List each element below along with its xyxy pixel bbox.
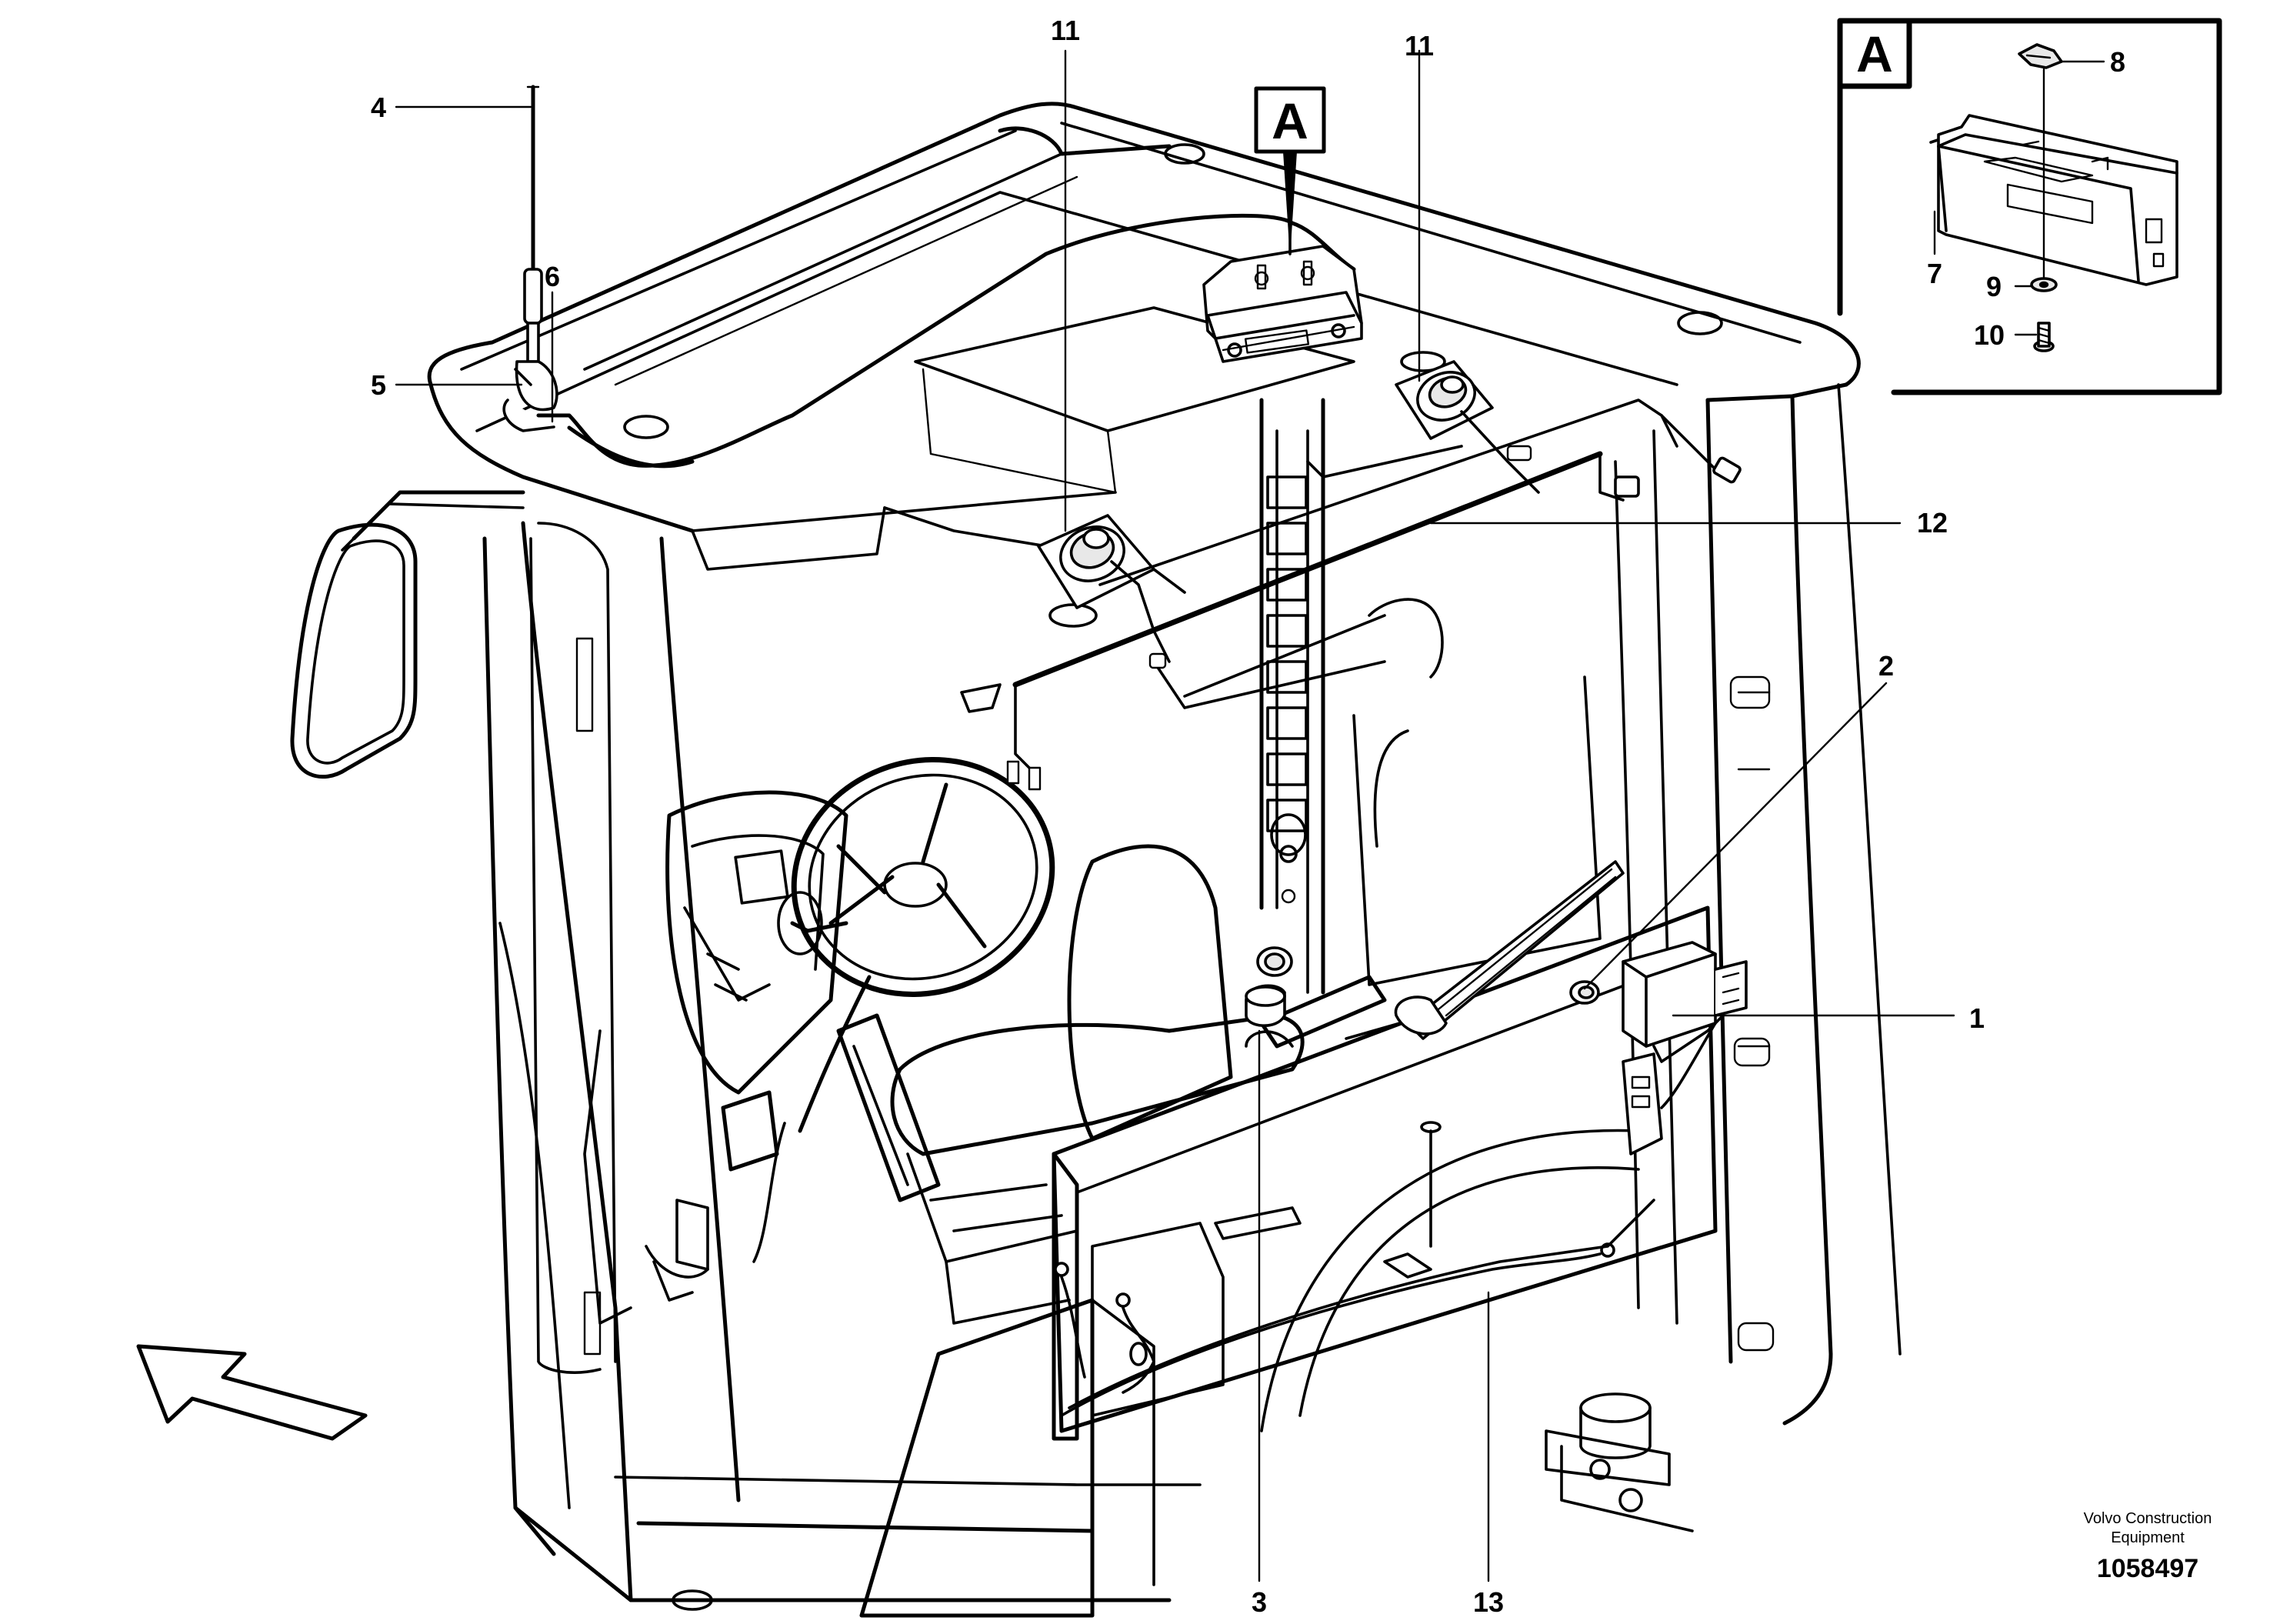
callout-13: 13: [1473, 1586, 1504, 1618]
washer: [2030, 277, 2058, 292]
detail-a-marker-label: A: [1272, 92, 1308, 149]
speaker-left: [1037, 514, 1186, 663]
callout-1: 1: [1969, 1002, 1985, 1034]
footer: Volvo Construction Equipment 1058497: [2084, 1510, 2212, 1583]
callout-4: 4: [371, 92, 386, 123]
callout-12: 12: [1917, 507, 1948, 539]
callouts: 1 2 3 4 5 6 11 11 12 13: [371, 15, 1985, 1618]
switch-panel: [1266, 475, 1308, 904]
detail-a-inset-label: A: [1856, 25, 1893, 82]
steering-wheel: [752, 757, 1055, 1263]
washer-switch: [1345, 860, 1625, 1040]
screw: [2033, 322, 2055, 352]
speaker-right: [1395, 360, 1540, 494]
cab-frame: [290, 102, 1902, 1618]
detail-a-marker: A: [1254, 86, 1326, 258]
front-direction-arrow-icon: [136, 1344, 368, 1441]
detail-a-inset: A: [1837, 18, 2222, 395]
callout-8: 8: [2110, 46, 2125, 78]
drawing-number: 1058497: [2097, 1554, 2198, 1583]
callout-10: 10: [1974, 319, 2005, 351]
antenna-assembly: [502, 85, 1356, 469]
mounting-bracket: [1929, 114, 2178, 286]
callout-11-right: 11: [1405, 30, 1434, 62]
operator-seat: [890, 844, 1387, 1325]
company-name-line1: Volvo Construction: [2084, 1510, 2212, 1527]
wiring-harness: [960, 398, 1742, 1417]
callout-9: 9: [1986, 271, 2002, 302]
company-name-line2: Equipment: [2111, 1529, 2185, 1546]
control-unit: [1622, 941, 1748, 1155]
callout-6: 6: [545, 261, 560, 292]
clip-nut: [2018, 43, 2063, 69]
callout-11-left: 11: [1051, 15, 1080, 46]
leader-lines: [395, 49, 1955, 1582]
callout-7: 7: [1927, 258, 1942, 289]
callout-2: 2: [1878, 650, 1894, 682]
callout-5: 5: [371, 369, 386, 401]
radio-unit: [1202, 245, 1363, 363]
callout-3: 3: [1252, 1586, 1267, 1618]
washer-tank: [1545, 1392, 1694, 1532]
power-socket: [1245, 946, 1293, 1027]
dashboard-console: [645, 790, 941, 1302]
